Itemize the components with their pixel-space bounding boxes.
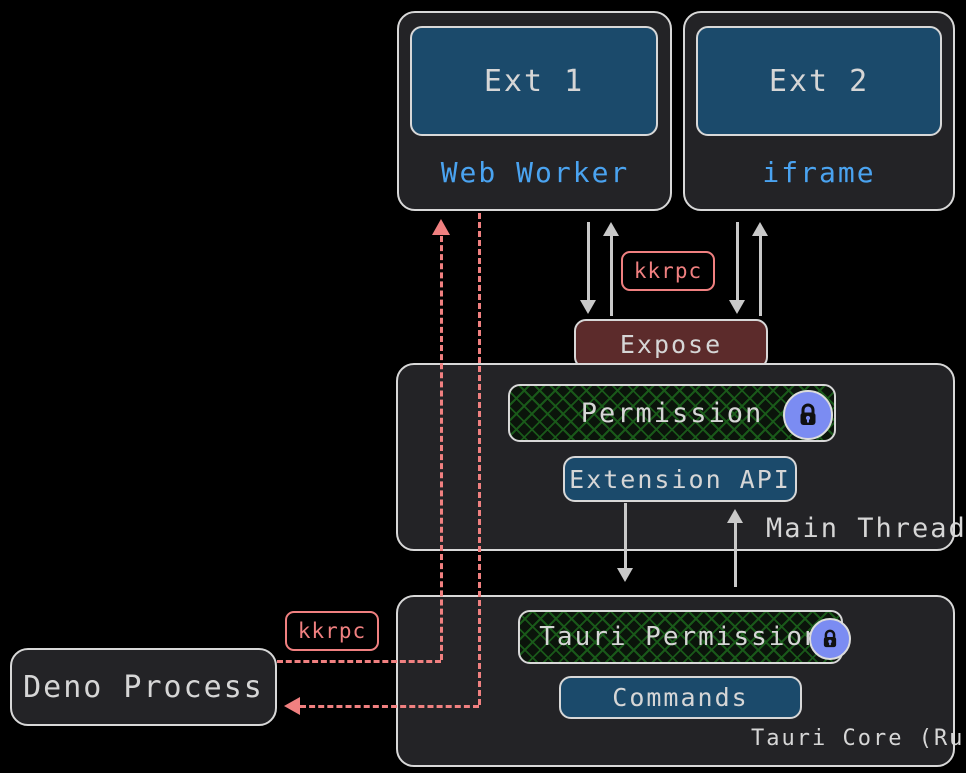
tauri-permission-label: Tauri Permission (539, 622, 822, 652)
arrow-expose-to-ext1-line (610, 236, 613, 316)
ext2-label: Ext 2 (768, 63, 870, 99)
tauri-core-caption: Tauri Core (Rust) (751, 726, 966, 751)
arrow-api-to-core-head (617, 568, 633, 582)
arrow-ext2-to-expose-line (736, 222, 739, 306)
kkrpc-label-left: kkrpc (285, 611, 379, 651)
dashed-deno-to-ext1-arrowhead (432, 219, 450, 235)
dashed-ext1-to-deno-horizontal (300, 705, 479, 708)
permission-box[interactable]: Permission (508, 384, 836, 442)
arrow-expose-to-ext2-head (752, 222, 768, 236)
deno-process-label: Deno Process (23, 669, 264, 705)
dashed-ext1-to-deno-vertical (478, 213, 481, 705)
ext1-caption: Web Worker (440, 156, 630, 189)
arrow-core-to-api-line (734, 523, 737, 587)
permission-label: Permission (580, 397, 764, 429)
commands-box[interactable]: Commands (559, 676, 802, 719)
dashed-deno-to-ext1-horizontal (277, 660, 441, 663)
arrow-ext1-to-expose-head (580, 300, 596, 314)
deno-process-box[interactable]: Deno Process (10, 648, 277, 726)
commands-label: Commands (612, 683, 749, 712)
dashed-ext1-to-deno-arrowhead (284, 697, 300, 715)
ext1-box[interactable]: Ext 1 (410, 26, 658, 136)
expose-label: Expose (619, 329, 723, 359)
dashed-deno-to-ext1-vertical (440, 236, 443, 660)
arrow-ext1-to-expose-line (587, 222, 590, 306)
expose-box[interactable]: Expose (574, 319, 768, 369)
arrow-core-to-api-head (727, 509, 743, 523)
main-thread-caption: Main Thread (766, 513, 966, 544)
arrow-api-to-core-line (624, 503, 627, 571)
tauri-permission-box[interactable]: Tauri Permission (518, 610, 843, 664)
extension-api-label: Extension API (569, 464, 791, 494)
ext2-caption: iframe (762, 156, 876, 189)
ext2-box[interactable]: Ext 2 (696, 26, 942, 136)
arrow-expose-to-ext2-line (759, 236, 762, 316)
arrow-ext2-to-expose-head (729, 300, 745, 314)
lock-icon (783, 390, 833, 440)
ext1-label: Ext 1 (483, 63, 585, 99)
lock-icon (809, 618, 851, 660)
kkrpc-label-top: kkrpc (621, 251, 715, 291)
arrow-expose-to-ext1-head (603, 222, 619, 236)
extension-api-box[interactable]: Extension API (563, 456, 797, 502)
